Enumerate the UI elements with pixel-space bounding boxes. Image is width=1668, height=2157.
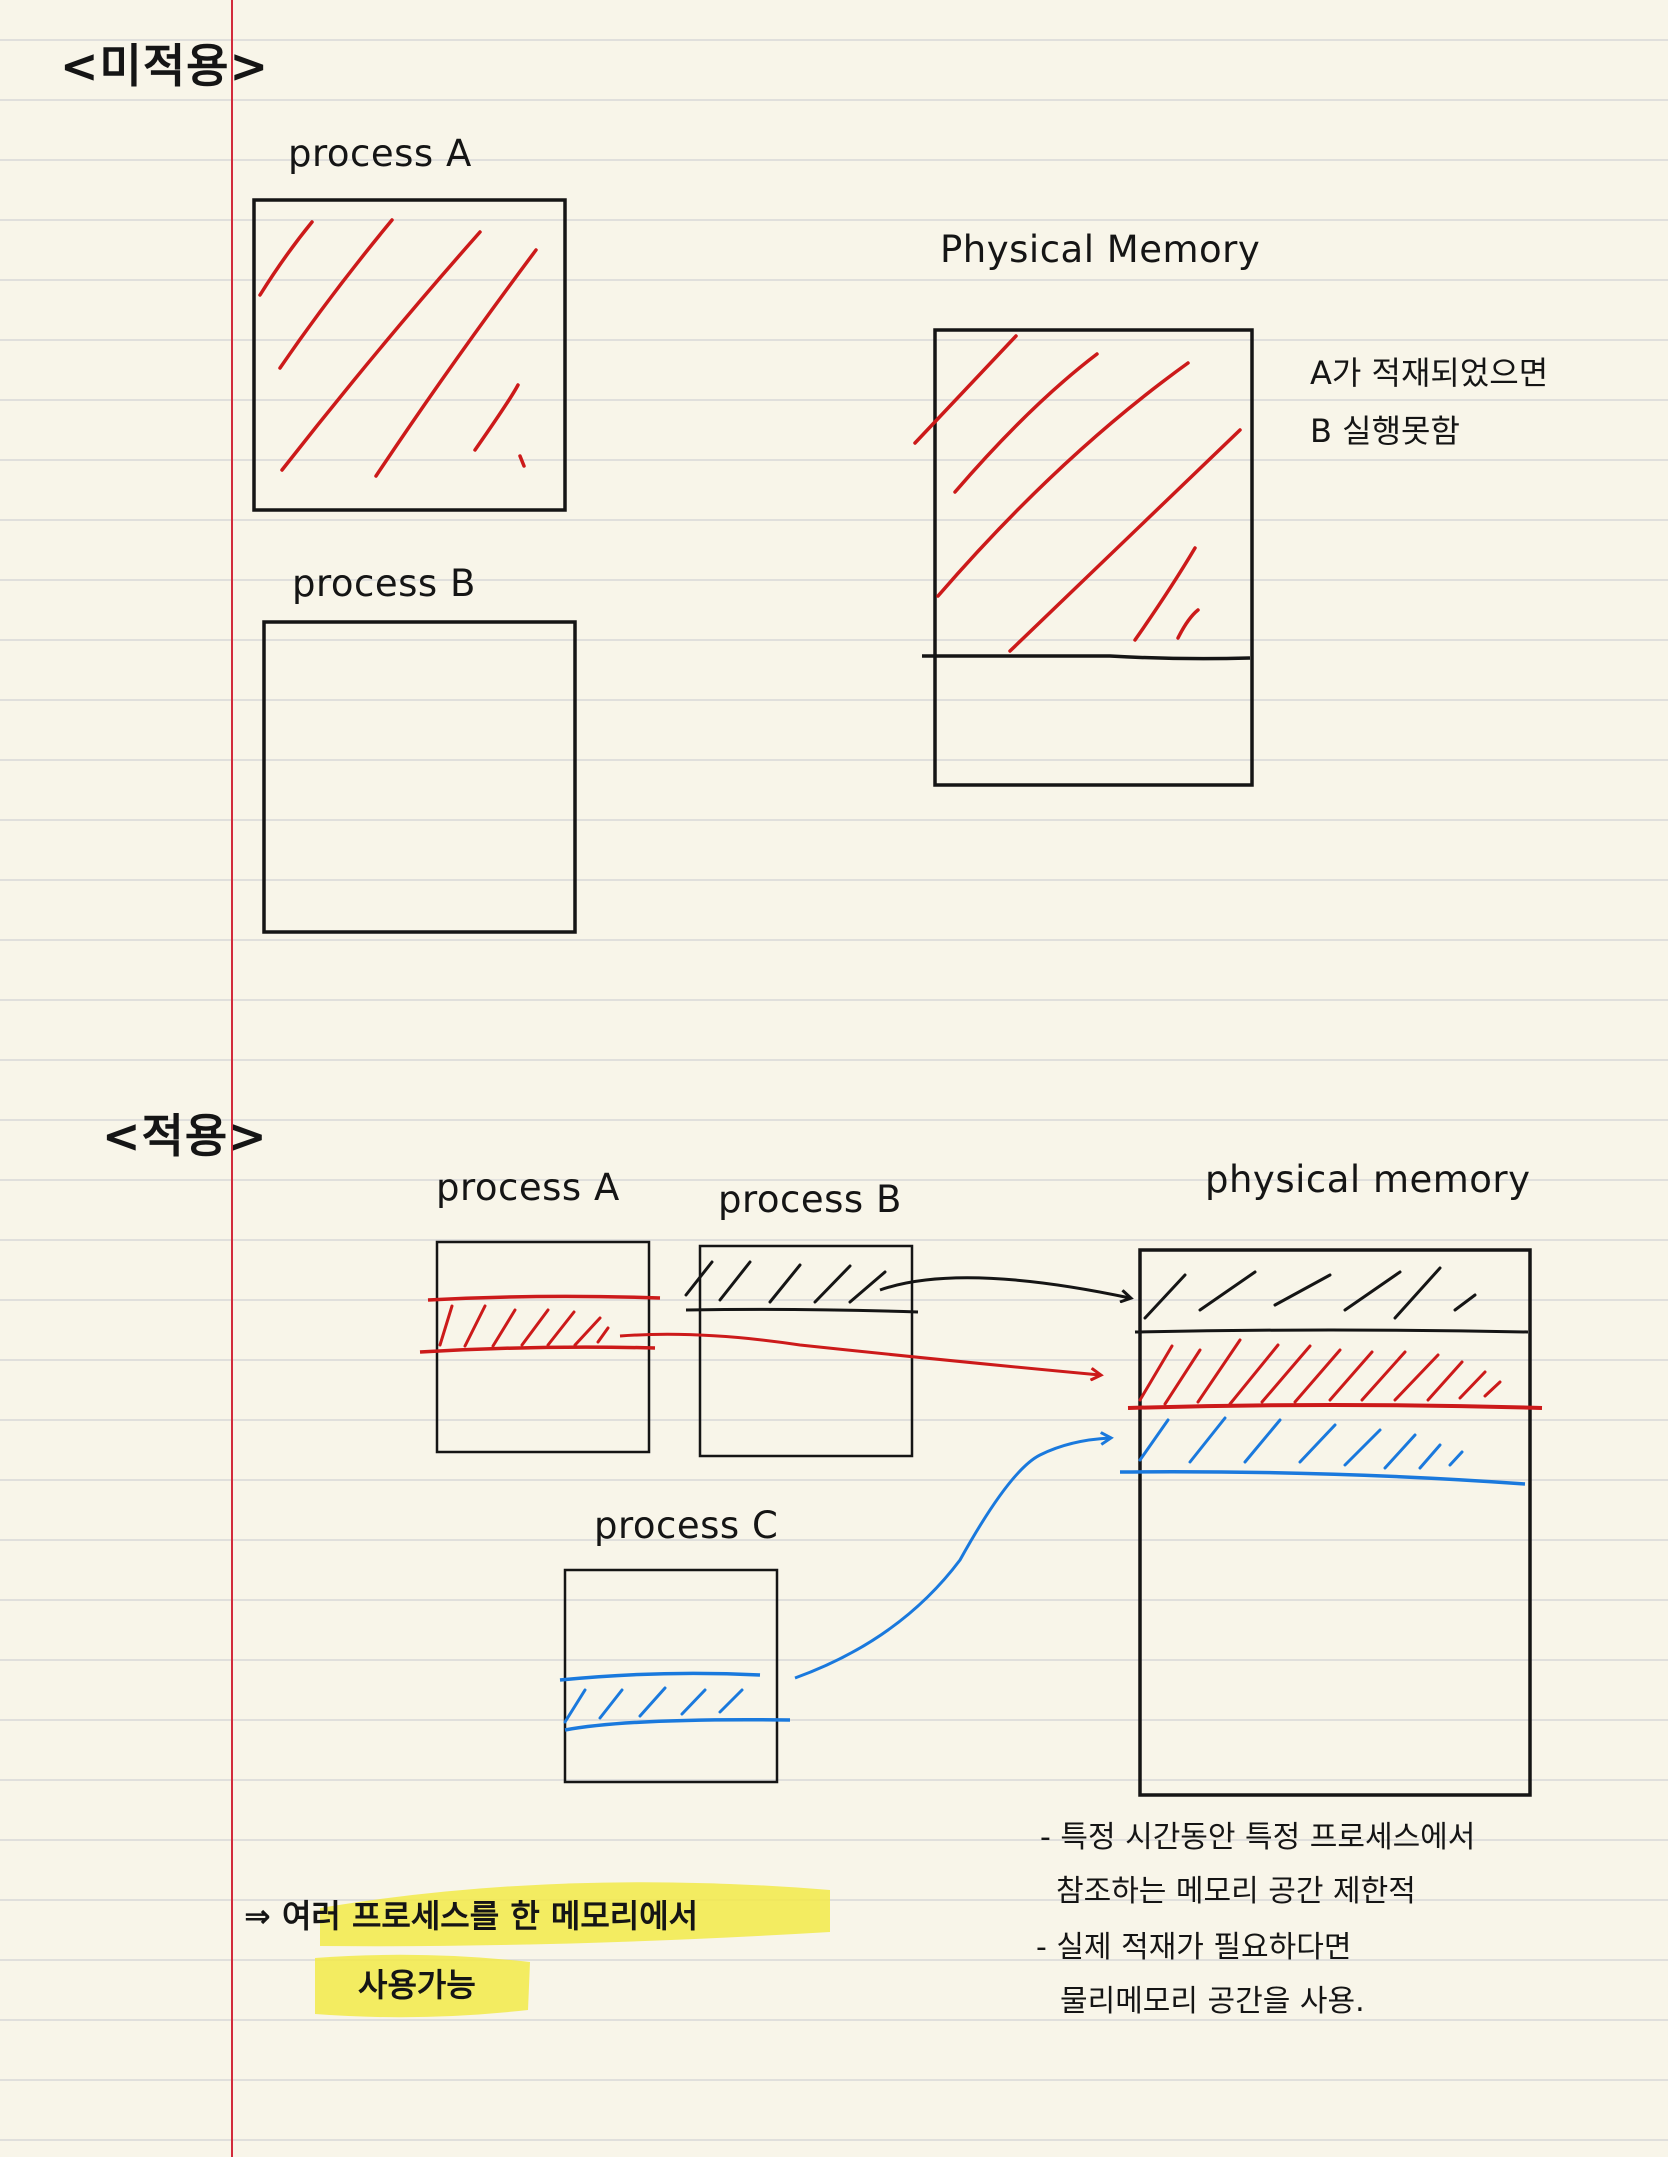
highlight-conclusion-line1 — [320, 1882, 830, 1947]
memory-blue-divider — [1119, 1470, 1526, 1486]
section-unapplied-title: <미적용> — [60, 39, 270, 93]
unapplied-note-line2: B 실행못함 — [1310, 412, 1460, 450]
process-a-box-unapplied — [252, 198, 567, 512]
process-a-band-top — [427, 1294, 661, 1302]
process-c-box-applied — [559, 1568, 791, 1784]
section-applied-title: <적용> — [102, 1109, 268, 1163]
process-a-box-applied — [419, 1240, 661, 1454]
physical-memory-box-applied — [1119, 1248, 1543, 1797]
process-c-band-top — [559, 1671, 761, 1682]
arrow-process-b-to-memory — [879, 1276, 1130, 1298]
process-c-band-bottom — [564, 1717, 791, 1732]
process-b-band-hatching — [684, 1260, 887, 1304]
memory-black-hatching — [1143, 1266, 1477, 1320]
process-a-label-applied: process A — [436, 1166, 620, 1209]
memory-blue-hatching — [1138, 1416, 1464, 1470]
memory-black-divider — [1134, 1328, 1529, 1334]
process-a-band-hatching — [438, 1304, 610, 1348]
memory-red-hatching — [1138, 1338, 1502, 1406]
arrow-process-a-to-memory — [619, 1332, 1100, 1375]
applied-note1-line1: - 특정 시간동안 특정 프로세스에서 — [1040, 1820, 1476, 1855]
highlight-conclusion-line2 — [315, 1954, 530, 2018]
process-b-label-unapplied: process B — [292, 562, 476, 605]
process-b-band-line — [685, 1307, 919, 1314]
process-b-label-applied: process B — [718, 1178, 902, 1221]
conclusion-line2: 사용가능 — [358, 1966, 476, 2004]
process-a-label-unapplied: process A — [288, 132, 472, 175]
unapplied-note-line1: A가 적재되었으면 — [1310, 354, 1549, 392]
memory-red-divider — [1127, 1403, 1543, 1410]
process-c-band-hatching — [563, 1686, 744, 1724]
physical-memory-label-unapplied: Physical Memory — [940, 228, 1261, 271]
applied-note1-line2: 참조하는 메모리 공간 제한적 — [1056, 1874, 1416, 1909]
applied-note2-line1: - 실제 적재가 필요하다면 — [1036, 1930, 1352, 1965]
physical-memory-label-applied: physical memory — [1205, 1158, 1531, 1201]
arrow-process-c-to-memory — [794, 1438, 1110, 1680]
physical-memory-hatching — [913, 334, 1242, 653]
physical-memory-divider — [922, 654, 1251, 661]
physical-memory-box-unapplied — [913, 328, 1254, 787]
process-a-hatching — [258, 218, 538, 478]
process-b-box-unapplied — [262, 620, 577, 934]
process-b-box-applied — [684, 1244, 919, 1458]
process-a-band-bottom — [419, 1345, 656, 1354]
process-c-label-applied: process C — [594, 1504, 779, 1547]
conclusion-line1: ⇒ 여러 프로세스를 한 메모리에서 — [244, 1897, 699, 1935]
applied-note2-line2: 물리메모리 공간을 사용. — [1060, 1984, 1365, 2019]
ruled-lines — [0, 39, 1668, 2141]
